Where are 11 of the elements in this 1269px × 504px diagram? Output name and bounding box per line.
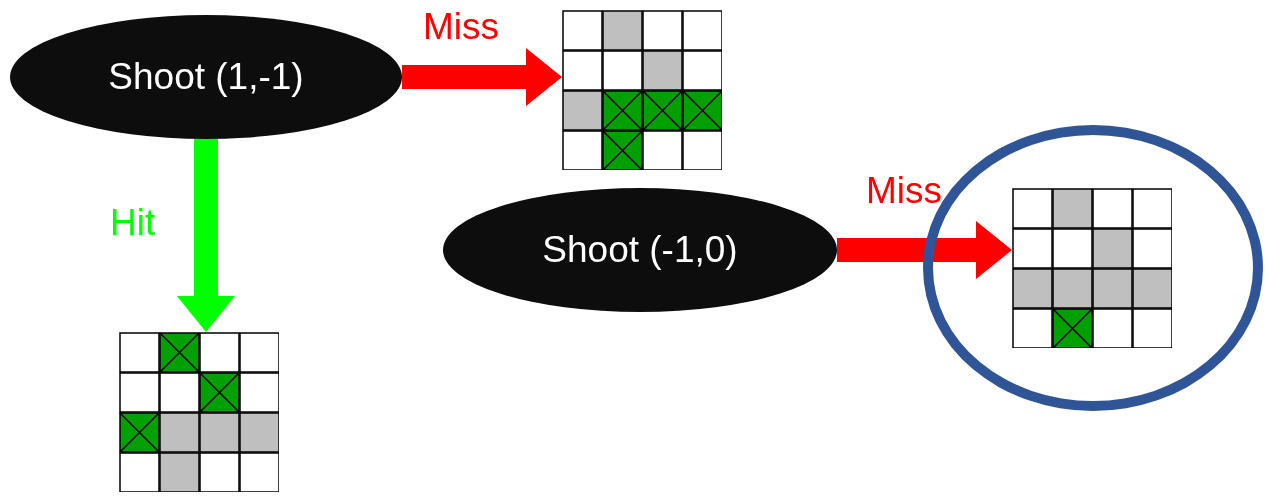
edge-label: Hit [110,204,156,241]
edge-label: Miss [423,8,500,45]
board-grid-drawing [1012,188,1172,348]
arrow [177,139,235,332]
board-grid-drawing [119,332,279,492]
action-text: Shoot (1,-1) [108,56,304,98]
board-grid-drawing [562,10,722,170]
edge-label: Miss [866,172,943,209]
action-text: Shoot (-1,0) [542,229,738,271]
arrow [837,221,1012,279]
arrow [402,48,562,106]
